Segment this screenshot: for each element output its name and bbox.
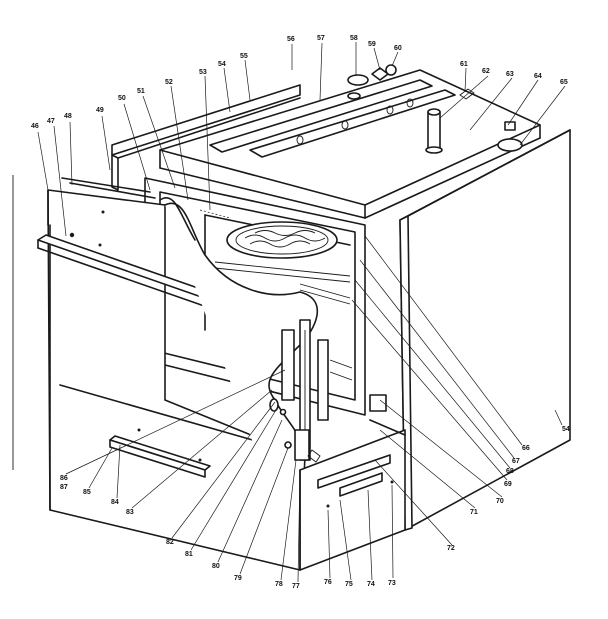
callout-81: 81	[185, 551, 193, 558]
vent-pipe	[425, 108, 443, 154]
burner-parts	[347, 64, 523, 152]
callout-63: 63	[506, 71, 514, 78]
callout-66: 66	[522, 445, 530, 452]
callout-59: 59	[368, 41, 376, 48]
callout-71: 71	[470, 509, 478, 516]
callout-61: 61	[460, 61, 468, 68]
callout-55: 55	[240, 53, 248, 60]
callout-54b: 54	[562, 426, 570, 433]
callout-70: 70	[496, 498, 504, 505]
callout-79: 79	[234, 575, 242, 582]
callout-50: 50	[118, 95, 126, 102]
rear-panel	[111, 84, 301, 191]
callout-73: 73	[388, 580, 396, 587]
callout-49: 49	[96, 107, 104, 114]
callout-68: 68	[506, 468, 514, 475]
lower-front-panel	[299, 394, 406, 571]
callout-46: 46	[31, 123, 39, 130]
top-frame	[159, 69, 541, 219]
callout-84: 84	[111, 499, 119, 506]
callout-52: 52	[165, 79, 173, 86]
callout-83: 83	[126, 509, 134, 516]
callout-77: 77	[292, 583, 300, 590]
callout-87: 87	[60, 484, 68, 491]
callout-85: 85	[83, 489, 91, 496]
callout-67: 67	[512, 458, 520, 465]
callout-54: 54	[218, 61, 226, 68]
callout-53: 53	[199, 69, 207, 76]
callout-76: 76	[324, 579, 332, 586]
callout-82: 82	[166, 539, 174, 546]
callout-75: 75	[345, 581, 353, 588]
callout-51: 51	[137, 88, 145, 95]
oven-door	[37, 177, 301, 571]
callout-48: 48	[64, 113, 72, 120]
right-side-panel	[399, 129, 571, 531]
callout-69: 69	[504, 481, 512, 488]
callout-60: 60	[394, 45, 402, 52]
callout-80: 80	[212, 563, 220, 570]
callout-78: 78	[275, 581, 283, 588]
callout-58: 58	[350, 35, 358, 42]
callout-56: 56	[287, 36, 295, 43]
leader-lines	[37, 42, 566, 583]
callout-47: 47	[47, 118, 55, 125]
control-components	[269, 319, 329, 463]
callout-86: 86	[60, 475, 68, 482]
callout-72: 72	[447, 545, 455, 552]
callout-64: 64	[534, 73, 542, 80]
callout-57: 57	[317, 35, 325, 42]
callout-62: 62	[482, 68, 490, 75]
callout-labels: 46 47 48 49 50 51 52 53 54 55 56 57 58 5…	[31, 35, 570, 590]
callout-65: 65	[560, 79, 568, 86]
callout-74: 74	[367, 581, 375, 588]
